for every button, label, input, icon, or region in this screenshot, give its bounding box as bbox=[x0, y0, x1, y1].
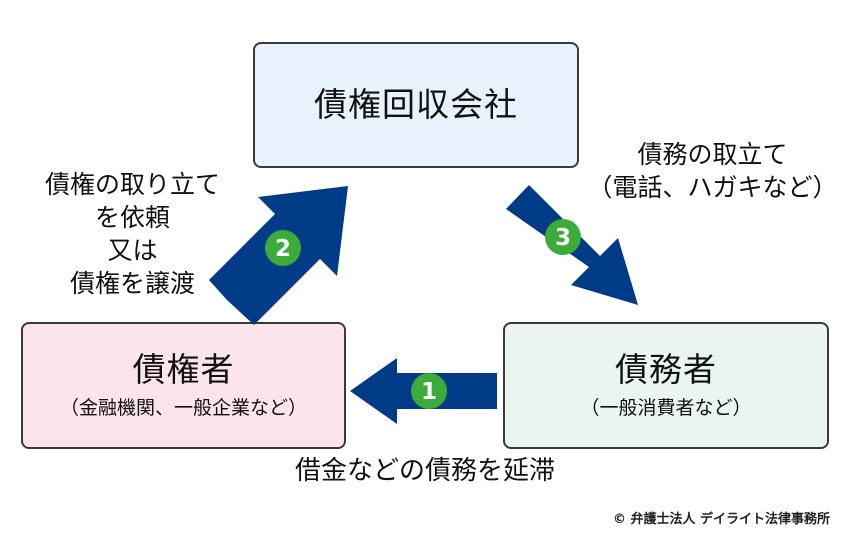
edge-label-left-line-2: を依頼 bbox=[94, 203, 170, 232]
edge-label-left-line-4: 債権を譲渡 bbox=[69, 269, 195, 298]
node-title-creditor: 債権者 bbox=[132, 350, 235, 390]
step-badge-3: 3 bbox=[545, 219, 581, 255]
node-creditor: 債権者 （金融機関、一般企業など） bbox=[21, 322, 346, 449]
edge-label-left-line-1: 債権の取り立て bbox=[44, 170, 220, 199]
step-badge-2-label: 2 bbox=[275, 236, 291, 262]
node-subtitle-creditor: （金融機関、一般企業など） bbox=[59, 396, 307, 419]
edge-label-left-line-3: 又は bbox=[107, 236, 158, 265]
edge-label-default: 借金などの債務を延滞 bbox=[294, 456, 555, 486]
edge-label-request-or-transfer: 債権の取り立て を依頼 又は 債権を譲渡 bbox=[20, 168, 245, 300]
step-badge-1-label: 1 bbox=[421, 379, 437, 405]
step-badge-2: 2 bbox=[265, 230, 301, 266]
step-badge-1: 1 bbox=[411, 373, 447, 409]
edge-label-collection: 債務の取立て （電話、ハガキなど） bbox=[575, 138, 850, 204]
node-title-agency: 債権回収会社 bbox=[314, 85, 518, 125]
step-badge-3-label: 3 bbox=[555, 225, 571, 251]
node-debtor: 債務者 （一般消費者など） bbox=[503, 322, 829, 449]
node-debt-collection-agency: 債権回収会社 bbox=[253, 42, 579, 168]
copyright-notice: © 弁護士法人 デイライト法律事務所 bbox=[612, 512, 830, 527]
node-title-debtor: 債務者 bbox=[615, 350, 717, 390]
edge-label-right-line-2: （電話、ハガキなど） bbox=[587, 173, 838, 202]
edge-label-right-line-1: 債務の取立て bbox=[637, 140, 788, 169]
node-subtitle-debtor: （一般消費者など） bbox=[580, 396, 752, 419]
